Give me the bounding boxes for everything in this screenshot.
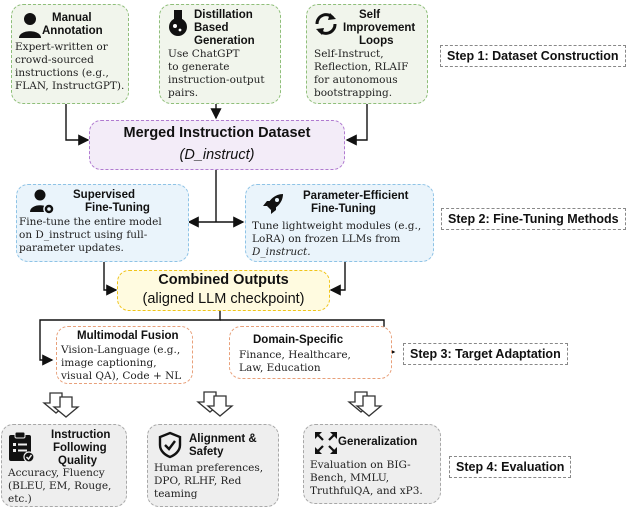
connector-peft-combined xyxy=(329,262,346,296)
distill-title-3: Generation xyxy=(194,35,255,47)
domain-body: Finance, Healthcare,Law, Education xyxy=(239,349,351,374)
step-3-label: Step 3: Target Adaptation xyxy=(403,343,568,365)
generalization-card: Generalization Evaluation on BIG-Bench, … xyxy=(303,424,441,504)
multimodal-title: Multimodal Fusion xyxy=(77,330,179,342)
cycle-arrows-icon xyxy=(315,13,337,35)
generalization-body: Evaluation on BIG-Bench, MMLU,TruthfulQA… xyxy=(310,459,423,497)
merged-title: Merged Instruction Dataset xyxy=(123,125,311,141)
peft-title-1: Parameter-Efficient xyxy=(303,190,409,202)
merged-subtitle: (D_instruct) xyxy=(179,147,255,163)
shield-check-icon xyxy=(158,431,182,459)
sft-title-1: Supervised xyxy=(73,189,135,201)
person-gear-icon xyxy=(30,189,55,215)
rocket-icon xyxy=(263,194,283,214)
self-title-2: Improvement xyxy=(343,22,416,34)
instruction-title-1: Instruction xyxy=(51,429,111,441)
distill-title-1: Distillation xyxy=(194,9,253,21)
step-4-label: Step 4: Evaluation xyxy=(449,456,572,478)
alignment-title-2: Safety xyxy=(189,446,224,458)
person-icon xyxy=(19,13,41,38)
flask-icon xyxy=(169,10,187,36)
checklist-icon xyxy=(9,432,35,462)
self-title-1: Self xyxy=(359,9,381,21)
alignment-title-1: Alignment & xyxy=(189,433,257,445)
domain-title: Domain-Specific xyxy=(253,334,344,346)
manual-title-1: Manual xyxy=(52,12,92,24)
instruction-body: Accuracy, Fluency(BLEU, EM, Rouge,etc.) xyxy=(8,467,112,505)
peft-body: Tune lightweight modules (e.g.,LoRA) on … xyxy=(252,220,422,258)
combined-subtitle: (aligned LLM checkpoint) xyxy=(142,291,305,307)
multimodal-card: Multimodal Fusion Vision-Language (e.g.,… xyxy=(56,326,193,384)
sft-card: Supervised Fine-Tuning Fine-tune the ent… xyxy=(16,184,189,262)
combined-outputs-box: Combined Outputs (aligned LLM checkpoint… xyxy=(117,270,330,311)
alignment-safety-card: Alignment & Safety Human preferences,DPO… xyxy=(147,424,279,507)
manual-title-2: Annotation xyxy=(42,25,103,37)
combined-title: Combined Outputs xyxy=(158,272,289,288)
distill-title-2: Based xyxy=(194,22,229,34)
peft-title-2: Fine-Tuning xyxy=(311,203,376,215)
step-2-label: Step 2: Fine-Tuning Methods xyxy=(441,208,626,230)
sft-title-2: Fine-Tuning xyxy=(85,202,150,214)
step-1-label: Step 1: Dataset Construction xyxy=(440,45,626,67)
generalization-title: Generalization xyxy=(338,436,418,448)
multimodal-body: Vision-Language (e.g.,image captioning,v… xyxy=(61,344,182,382)
self-improvement-card: Self Improvement Loops Self-Instruct,Ref… xyxy=(306,4,428,104)
merged-dataset-box: Merged Instruction Dataset (D_instruct) xyxy=(89,120,345,170)
connector-self-merged xyxy=(345,104,368,146)
instruction-title-2: Following xyxy=(53,442,107,454)
peft-card: Parameter-Efficient Fine-Tuning Tune lig… xyxy=(245,184,434,262)
expand-arrows-icon xyxy=(315,432,337,454)
instruction-title-3: Quality xyxy=(58,455,97,467)
connector-combined-multimodal xyxy=(39,311,221,366)
distillation-card: Distillation Based Generation Use ChatGP… xyxy=(159,4,281,104)
instruction-following-card: Instruction Following Quality Accuracy, … xyxy=(1,424,127,507)
connector-manual-merged xyxy=(65,104,90,146)
domain-specific-card: Domain-Specific Finance, Healthcare,Law,… xyxy=(229,326,392,379)
connector-sft-combined xyxy=(103,262,118,296)
self-title-3: Loops xyxy=(359,35,394,47)
